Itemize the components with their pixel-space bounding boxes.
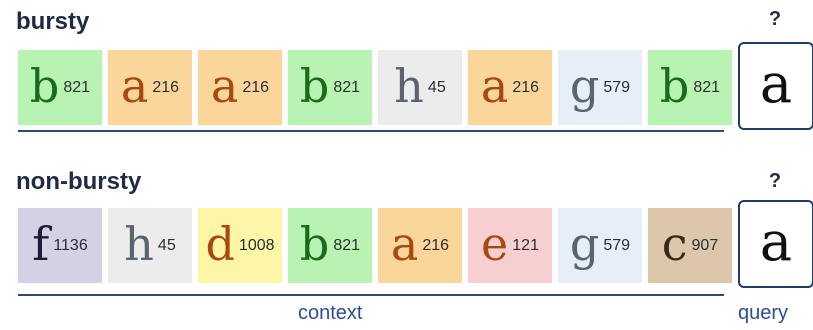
nonbursty-tile-glyph: b <box>299 216 330 271</box>
bursty-tile-count: 216 <box>242 78 270 96</box>
nonbursty-tile-glyph: c <box>661 216 688 271</box>
context-caption: context <box>298 302 363 324</box>
bursty-tile-glyph: a <box>480 58 509 113</box>
nonbursty-query-box: a <box>738 200 813 288</box>
nonbursty-query-glyph: a <box>759 209 793 273</box>
bursty-query-box: a <box>738 42 813 130</box>
bursty-tile-glyph: h <box>394 58 424 113</box>
bursty-tile-count: 579 <box>603 78 631 96</box>
bursty-tile-count: 45 <box>427 78 446 96</box>
bursty-context-divider <box>18 130 724 132</box>
nonbursty-tile-count: 907 <box>691 236 719 254</box>
bursty-tile-count: 821 <box>333 78 361 96</box>
bursty-tile-count: 821 <box>693 78 721 96</box>
bursty-tile-glyph: g <box>569 58 600 113</box>
bursty-question-mark: ? <box>768 8 782 30</box>
nonbursty-tile-count: 45 <box>157 236 176 254</box>
bursty-tile-count: 216 <box>152 78 180 96</box>
nonbursty-tile-glyph: f <box>32 216 50 271</box>
nonbursty-tile-glyph: h <box>124 216 154 271</box>
bursty-query-glyph: a <box>759 51 793 115</box>
nonbursty-question-mark: ? <box>768 170 782 192</box>
bursty-tile-glyph: b <box>29 58 60 113</box>
nonbursty-tile-glyph: e <box>481 216 509 271</box>
nonbursty-tile-count: 579 <box>603 236 631 254</box>
nonbursty-tile-glyph: a <box>390 216 419 271</box>
nonbursty-tile-count: 821 <box>333 236 361 254</box>
nonbursty-tile-count: 216 <box>422 236 450 254</box>
bursty-tile-glyph: a <box>120 58 149 113</box>
nonbursty-tile-count: 1008 <box>238 236 275 254</box>
bursty-tile-glyph: b <box>659 58 690 113</box>
nonbursty-tile-count: 121 <box>512 236 539 254</box>
bursty-title: bursty <box>16 8 90 35</box>
nonbursty-tile-glyph: g <box>569 216 600 271</box>
bursty-tile-glyph: b <box>299 58 330 113</box>
nonbursty-tile-glyph: d <box>205 216 235 271</box>
bursty-tile-glyph: a <box>210 58 239 113</box>
nonbursty-context-divider <box>18 294 724 296</box>
nonbursty-title: non-bursty <box>16 168 142 195</box>
bursty-tile-count: 216 <box>512 78 540 96</box>
query-caption: query <box>738 302 789 324</box>
nonbursty-tile-count: 1136 <box>53 236 88 254</box>
bursty-tile-count: 821 <box>63 78 91 96</box>
